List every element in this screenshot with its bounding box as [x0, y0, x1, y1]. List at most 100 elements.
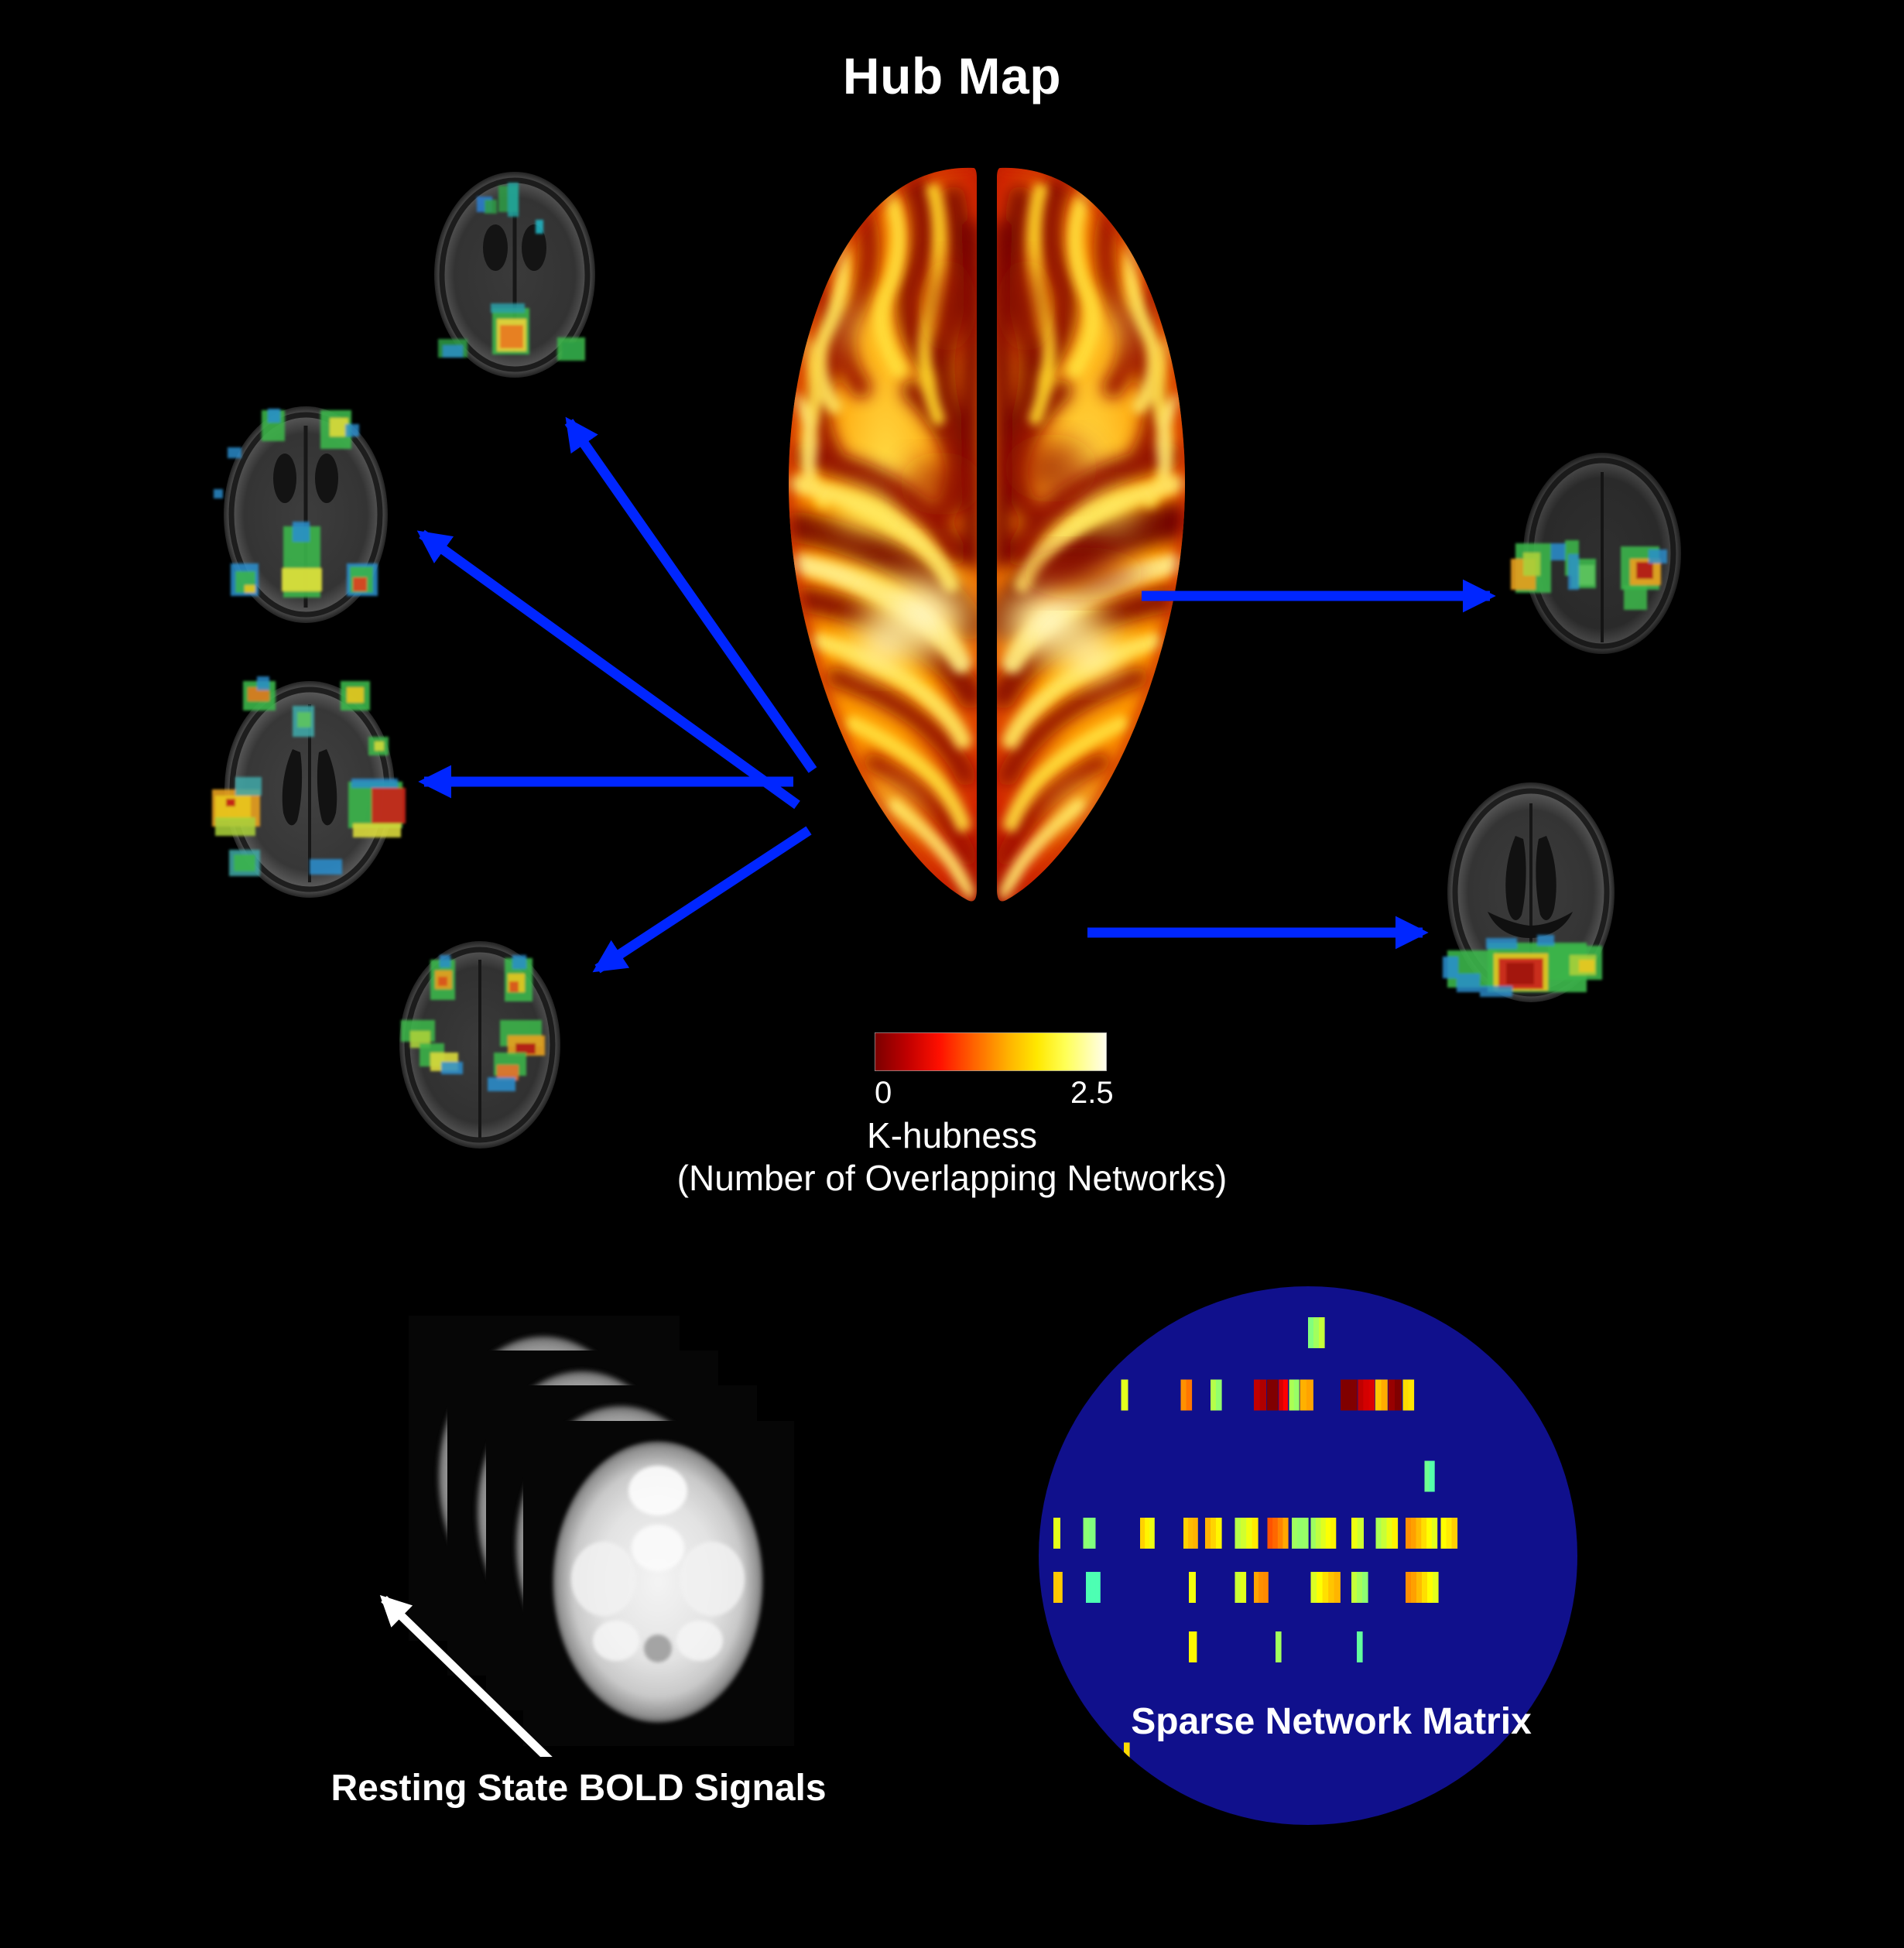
matrix-cell	[1276, 1631, 1282, 1662]
matrix-cell	[1406, 1572, 1412, 1603]
right-hemisphere	[997, 167, 1185, 902]
slice-mid-left	[193, 666, 426, 913]
matrix-cell	[1315, 1518, 1321, 1549]
page-title: Hub Map	[842, 47, 1062, 104]
matrix-cell	[1357, 1572, 1363, 1603]
matrix-cell	[1426, 1518, 1433, 1549]
matrix-cell	[1267, 1518, 1273, 1549]
matrix-cell	[1406, 1518, 1412, 1549]
matrix-cell	[1330, 1518, 1337, 1549]
matrix-cell	[1300, 1379, 1307, 1411]
sparse-network-matrix	[1037, 1285, 1579, 1826]
matrix-cell	[1053, 1572, 1059, 1603]
matrix-cell	[1183, 1518, 1189, 1549]
matrix-cell	[1263, 1572, 1269, 1603]
matrix-cell	[1416, 1572, 1423, 1603]
matrix-cell	[1328, 1572, 1335, 1603]
bold-signal-stack	[372, 1277, 851, 1757]
matrix-cell	[1240, 1518, 1247, 1549]
matrix-cell	[1145, 1518, 1150, 1549]
matrix-cell	[1289, 1379, 1295, 1411]
matrix-cell	[1368, 1379, 1375, 1411]
matrix-cell	[1277, 1518, 1283, 1549]
matrix-cell	[1408, 1379, 1415, 1411]
matrix-cell	[1205, 1518, 1211, 1549]
slice-top-left	[402, 155, 627, 395]
matrix-cell	[1313, 1317, 1320, 1348]
matrix-cell	[1083, 1518, 1090, 1549]
slice-lower-right	[1432, 766, 1680, 1022]
matrix-cell	[1258, 1572, 1264, 1603]
matrix-cell	[1254, 1379, 1261, 1411]
matrix-cell	[1306, 1379, 1313, 1411]
matrix-cell	[1086, 1572, 1091, 1603]
matrix-cell	[1310, 1518, 1317, 1549]
matrix-cell	[1451, 1518, 1458, 1549]
matrix-cell	[1308, 1317, 1314, 1348]
matrix-cell	[1259, 1379, 1266, 1411]
matrix-cell	[1140, 1518, 1145, 1549]
matrix-cell	[1292, 1518, 1298, 1549]
matrix-cell	[1446, 1518, 1453, 1549]
matrix-cell	[1211, 1379, 1217, 1411]
slice-upper-left	[193, 387, 418, 642]
matrix-cell	[1091, 1572, 1096, 1603]
matrix-cell	[1216, 1379, 1222, 1411]
matrix-cell	[1325, 1518, 1331, 1549]
matrix-cell	[1381, 1379, 1388, 1411]
matrix-cell	[1431, 1518, 1438, 1549]
matrix-cell	[1357, 1631, 1363, 1662]
matrix-cell	[1121, 1379, 1128, 1411]
matrix-cell	[1351, 1379, 1358, 1411]
matrix-cell	[1381, 1518, 1388, 1549]
matrix-cell	[1246, 1518, 1253, 1549]
matrix-cell	[1346, 1379, 1352, 1411]
matrix-cell	[1388, 1379, 1395, 1411]
matrix-cell	[1211, 1518, 1217, 1549]
matrix-cell	[1363, 1379, 1369, 1411]
bold-panel-label: Resting State BOLD Signals	[330, 1768, 827, 1809]
matrix-cell	[1188, 1518, 1193, 1549]
matrix-cell	[1235, 1518, 1241, 1549]
time-direction-arrow	[379, 1595, 553, 1757]
matrix-cell	[1320, 1518, 1327, 1549]
matrix-cell	[1351, 1518, 1358, 1549]
matrix-cell	[1358, 1379, 1364, 1411]
matrix-cell	[1293, 1379, 1300, 1411]
matrix-cell	[1392, 1518, 1399, 1549]
matrix-cell	[1341, 1379, 1347, 1411]
matrix-cell	[1266, 1379, 1273, 1411]
matrix-cell	[1186, 1379, 1193, 1411]
colorbar-caption-secondary: (Number of Overlapping Networks)	[676, 1158, 1228, 1198]
matrix-cell	[1411, 1572, 1417, 1603]
slice-upper-right	[1494, 441, 1726, 666]
bold-frame-4	[523, 1421, 794, 1746]
matrix-cell	[1282, 1379, 1288, 1411]
matrix-cell	[1429, 1460, 1435, 1492]
matrix-cell	[1402, 1379, 1409, 1411]
matrix-cell	[1334, 1572, 1341, 1603]
matrix-cell	[1297, 1518, 1303, 1549]
matrix-cell	[1252, 1518, 1258, 1549]
matrix-cell	[1386, 1518, 1393, 1549]
matrix-cell	[1053, 1518, 1060, 1549]
matrix-cell	[1375, 1518, 1382, 1549]
matrix-cell	[1440, 1518, 1447, 1549]
matrix-cell	[1279, 1379, 1284, 1411]
matrix-cell	[1375, 1379, 1382, 1411]
matrix-cell	[1149, 1518, 1155, 1549]
matrix-cell	[1421, 1518, 1427, 1549]
matrix-cell	[1317, 1572, 1324, 1603]
matrix-cell	[1282, 1518, 1289, 1549]
matrix-cell	[1095, 1572, 1101, 1603]
matrix-cell	[1310, 1572, 1317, 1603]
matrix-cell	[1189, 1572, 1196, 1603]
matrix-cell	[1319, 1317, 1325, 1348]
matrix-cell	[1254, 1572, 1259, 1603]
matrix-cell	[1216, 1518, 1222, 1549]
matrix-cell	[1272, 1379, 1279, 1411]
matrix-cell	[1089, 1518, 1096, 1549]
matrix-cell	[1427, 1572, 1433, 1603]
matrix-cell	[1357, 1518, 1364, 1549]
